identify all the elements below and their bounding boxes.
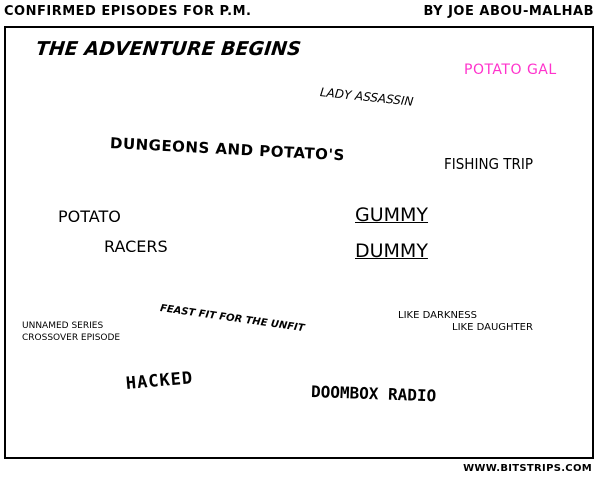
footer-site-link[interactable]: WWW.BITSTRIPS.COM	[463, 463, 592, 474]
episode-potato-racers-line2: RACERS	[104, 237, 168, 256]
comic-panel: THE ADVENTURE BEGINS POTATO GAL LADY ASS…	[4, 26, 594, 459]
episode-gummy-dummy-line1: GUMMY	[355, 204, 429, 226]
episode-unnamed-crossover-line2: CROSSOVER EPISODE	[22, 333, 121, 343]
episode-feast-fit: FEAST FIT FOR THE UNFIT	[159, 303, 306, 335]
episode-unnamed-crossover-line1: UNNAMED SERIES	[22, 321, 104, 331]
episode-potato-racers-line1: POTATO	[58, 207, 121, 226]
episode-dungeons-and-potatos: DUNGEONS AND POTATO'S	[109, 134, 346, 165]
episode-like-darkness-line2: LIKE DAUGHTER	[452, 322, 533, 333]
episode-potato-gal: POTATO GAL	[464, 62, 557, 78]
episode-hacked: HACKED	[125, 368, 194, 394]
comic-header: CONFIRMED EPISODES FOR P.M. BY JOE ABOU-…	[0, 0, 600, 26]
episode-gummy-dummy-line2: DUMMY	[355, 240, 428, 262]
episode-doombox-radio: DOOMBOX RADIO	[310, 382, 437, 406]
episode-lady-assassin: LADY ASSASSIN	[319, 85, 415, 109]
episode-like-darkness-line1: LIKE DARKNESS	[398, 310, 477, 321]
comic-title: CONFIRMED EPISODES FOR P.M.	[4, 4, 252, 19]
episode-fishing-trip: FISHING TRIP	[444, 155, 534, 173]
episode-adventure-begins: THE ADVENTURE BEGINS	[34, 38, 303, 60]
comic-author: BY JOE ABOU-MALHAB	[423, 4, 594, 19]
